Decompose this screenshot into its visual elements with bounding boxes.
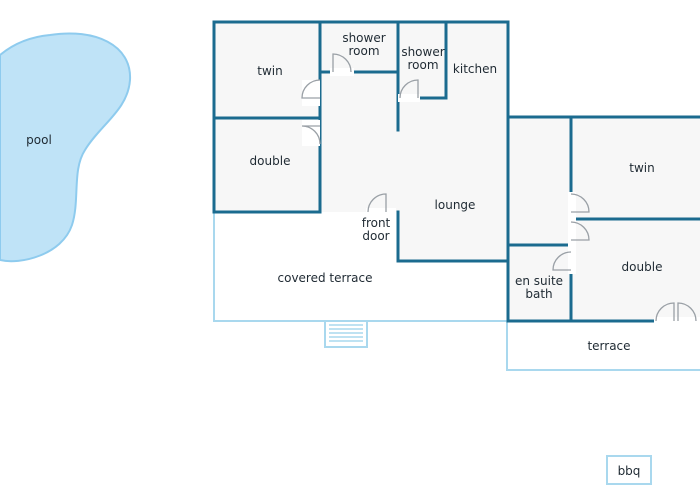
label-front-door-b: door [362, 229, 389, 243]
room-label-shower-2a: shower [401, 45, 444, 59]
covered-terrace-outline [213, 212, 507, 322]
walls [212, 20, 700, 323]
steps [324, 320, 368, 348]
room-label-double-left: double [250, 154, 291, 168]
room-label-shower-1a: shower [342, 31, 385, 45]
terrace-outline [506, 321, 700, 371]
room-label-covered-terrace: covered terrace [278, 271, 373, 285]
room-label-twin-right: twin [629, 161, 654, 175]
room-label-en-suite-a: en suite [515, 274, 563, 288]
pool-label: pool [26, 133, 52, 147]
doors [301, 53, 700, 325]
room-label-double-right: double [622, 260, 663, 274]
room-label-terrace: terrace [587, 339, 630, 353]
room-label-en-suite-b: bath [525, 287, 552, 301]
room-label-shower-2b: room [407, 58, 438, 72]
bbq-box [606, 455, 652, 485]
room-fills [214, 22, 700, 321]
room-label-kitchen: kitchen [453, 62, 497, 76]
room-label-lounge: lounge [435, 198, 476, 212]
room-label-shower-1b: room [348, 44, 379, 58]
label-bbq: bbq [618, 464, 641, 478]
room-label-twin-left: twin [257, 64, 282, 78]
label-front-door-a: front [362, 216, 391, 230]
pool-shape [0, 32, 132, 263]
